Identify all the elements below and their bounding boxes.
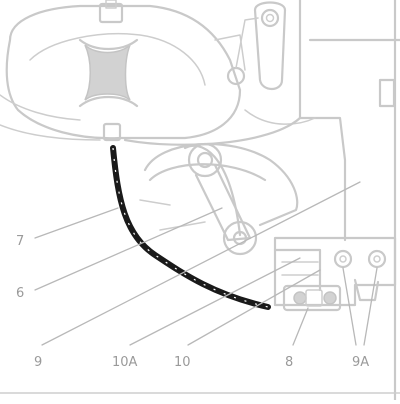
callout-8: 8	[285, 355, 293, 370]
right-frame	[123, 0, 400, 402]
leader-10a	[129, 257, 301, 346]
leader-lines	[34, 181, 378, 346]
cable-clamp	[282, 284, 342, 312]
leader-7	[34, 207, 119, 239]
leader-9a-right	[363, 267, 378, 346]
top-fitting	[98, 0, 124, 24]
callout-labels: 7 6 9 10A 10 8 9A	[16, 234, 369, 370]
leader-6	[34, 207, 223, 291]
callout-9a: 9A	[352, 355, 369, 370]
sector-arm	[139, 142, 299, 256]
cable-top-connector	[102, 122, 122, 142]
callout-9: 9	[34, 355, 42, 370]
upper-right-lever	[226, 1, 287, 91]
control-cable	[110, 145, 271, 310]
spool-part	[78, 38, 139, 108]
leader-8	[292, 307, 309, 346]
leader-9a-left	[342, 267, 357, 346]
leader-9	[41, 181, 361, 346]
callout-7: 7	[16, 234, 24, 249]
callout-10a: 10A	[112, 355, 138, 370]
gear-cover-housing	[0, 4, 246, 141]
lower-bracket	[273, 236, 397, 307]
callout-10: 10	[174, 355, 191, 370]
leader-10	[187, 269, 321, 346]
callout-6: 6	[16, 286, 24, 301]
